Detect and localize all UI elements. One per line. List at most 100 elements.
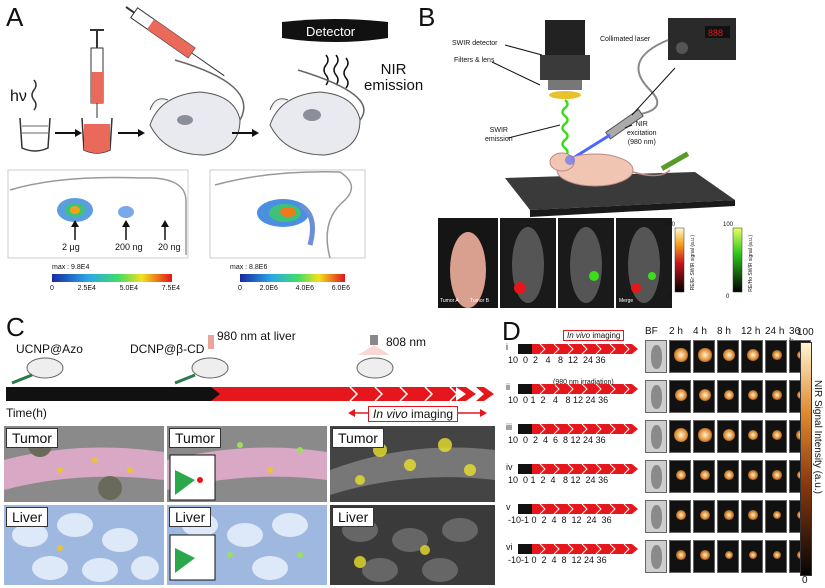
signal-spot <box>675 509 687 521</box>
d-nir-image <box>765 340 787 373</box>
signal-spot <box>748 390 758 400</box>
d-row-chevron <box>609 543 616 555</box>
d-row-arrowhead <box>632 424 638 434</box>
panel-c-illustration <box>4 335 495 585</box>
d-row-chevron <box>539 463 546 475</box>
panel-a-illustration: Detector <box>7 6 388 282</box>
tile-label-liver-3: Liver <box>332 507 375 527</box>
d-row-chevron <box>539 423 546 435</box>
signal-spot <box>700 510 710 520</box>
d-row-pre-segment <box>518 504 532 514</box>
mouse-silhouette <box>651 425 662 449</box>
right-max-label: max : 8.8E6 <box>230 264 268 271</box>
d-nir-image <box>669 460 691 493</box>
d-row-timeline-segment <box>532 544 632 554</box>
scale1-label: RE/Er SWIR signal (a.u.) <box>690 235 696 291</box>
dose-label-2: 200 ng <box>115 242 143 252</box>
signal-spot <box>772 390 782 400</box>
d-bf-image <box>645 340 667 373</box>
d-row-roman: vi <box>506 542 513 552</box>
signal-spot <box>676 550 686 560</box>
filters-lens-label: Filters & lens <box>454 57 495 64</box>
d-nir-image <box>765 500 787 533</box>
d-row-chevron <box>567 543 574 555</box>
scale1-top: 100 <box>665 222 676 228</box>
tile-label-tumor-2: Tumor <box>169 428 221 448</box>
mouse-silhouette <box>651 505 662 529</box>
d-row-timeline-segment <box>532 344 632 354</box>
d-row-chevron <box>623 383 630 395</box>
in-vivo-imaging-box: In vivo imaging <box>368 406 459 422</box>
d-nir-image <box>669 420 691 453</box>
dcnp-label: DCNP@β-CD <box>130 342 205 356</box>
d-row-chevron <box>567 383 574 395</box>
d-row-pre-segment <box>518 344 532 354</box>
d-nir-image <box>717 380 739 413</box>
tile-label-tumor-1: Tumor <box>6 428 58 448</box>
d-row-chevron <box>553 423 560 435</box>
signal-spot <box>724 510 734 520</box>
d-row-arrowhead <box>632 544 638 554</box>
signal-spot <box>724 470 734 480</box>
signal-spot <box>723 389 735 401</box>
d-nir-image <box>693 340 715 373</box>
d-row-chevron <box>567 463 574 475</box>
d-row-chevron <box>567 423 574 435</box>
d-row-timeline-segment <box>532 464 632 474</box>
d-row-chevron <box>595 543 602 555</box>
d-nir-image <box>693 420 715 453</box>
d-nir-image <box>741 540 763 573</box>
d-scale-label: NIR Signal Intensity (a.u.) <box>812 380 823 494</box>
d-row-pre-segment <box>518 424 532 434</box>
d-row-chevron <box>609 383 616 395</box>
d-row-ticks: 10 0 2 4 6 8 12 24 36 <box>508 435 606 445</box>
d-nir-image <box>717 500 739 533</box>
d-colorbar <box>800 342 812 576</box>
d-row-chevron <box>553 503 560 515</box>
ucnp-label: UCNP@Azo <box>16 342 83 356</box>
signal-spot <box>724 550 734 560</box>
d-row-arrowhead <box>632 384 638 394</box>
signal-spot <box>748 550 758 560</box>
d-row-chevron <box>581 543 588 555</box>
panel-label-b: B <box>418 2 436 32</box>
d-row-roman: iii <box>506 422 512 432</box>
d-nir-image <box>717 340 739 373</box>
d-row-chevron <box>581 343 588 355</box>
signal-spot <box>698 428 712 442</box>
d-row-chevron <box>581 423 588 435</box>
d-bf-image <box>645 500 667 533</box>
d-nir-image <box>669 500 691 533</box>
d-row-chevron <box>623 343 630 355</box>
scale1-bottom: 0 <box>668 294 672 300</box>
scale2-bottom: 0 <box>726 294 730 300</box>
d-row-chevron <box>553 463 560 475</box>
d-nir-image <box>741 460 763 493</box>
d-row-chevron <box>595 423 602 435</box>
d-bf-image <box>645 380 667 413</box>
signal-spot <box>698 388 712 402</box>
signal-spot <box>772 550 782 560</box>
d-row-chevron <box>539 383 546 395</box>
d-row-chevron <box>581 383 588 395</box>
tile-label-liver-1: Liver <box>6 507 49 527</box>
signal-spot <box>674 348 688 362</box>
d-row-roman: iv <box>506 462 513 472</box>
signal-spot <box>700 550 710 560</box>
signal-spot <box>747 429 759 441</box>
tile-label-liver-2: Liver <box>169 507 212 527</box>
d-nir-image <box>717 420 739 453</box>
signal-spot <box>772 510 782 520</box>
signal-spot <box>698 348 712 362</box>
d-row-timeline-segment <box>532 424 632 434</box>
d-row-chevron <box>539 543 546 555</box>
d-row-timeline-segment <box>532 384 632 394</box>
d-nir-image <box>741 500 763 533</box>
d-bf-image <box>645 420 667 453</box>
d-row-chevron <box>595 503 602 515</box>
d-row-chevron <box>623 463 630 475</box>
signal-spot <box>748 470 758 480</box>
